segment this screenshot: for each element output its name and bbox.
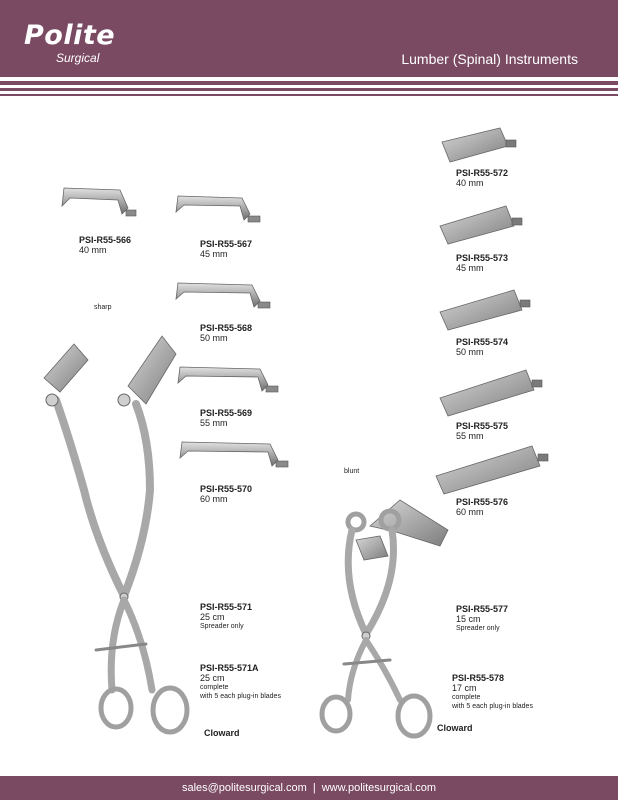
- page-title: Lumber (Spinal) Instruments: [401, 51, 578, 67]
- blade-576: [435, 445, 549, 495]
- product-code: PSI-R55-572: [456, 168, 509, 178]
- blade-572: [441, 127, 517, 163]
- product-566: PSI-R55-566 40 mm: [79, 235, 131, 255]
- product-569: PSI-R55-569 55 mm: [200, 408, 252, 428]
- product-571: PSI-R55-571 25 cm Spreader only: [200, 602, 252, 631]
- product-572: PSI-R55-572 40 mm: [456, 168, 508, 188]
- blade-567: [175, 195, 261, 223]
- product-code: PSI-R55-571A: [200, 663, 259, 673]
- product-code: PSI-R55-568: [200, 323, 253, 333]
- product-571a: PSI-R55-571A 25 cm complete with 5 each …: [200, 663, 281, 701]
- logo-sub: Surgical: [56, 51, 100, 65]
- product-578: PSI-R55-578 17 cm complete with 5 each p…: [452, 673, 533, 711]
- product-size: 50 mm: [456, 347, 484, 357]
- product-code: PSI-R55-571: [200, 602, 253, 612]
- header-stripe-3: [0, 94, 618, 96]
- product-code: PSI-R55-574: [456, 337, 509, 347]
- product-note-2: with 5 each plug-in blades: [452, 703, 533, 710]
- header-banner: Polite Surgical Lumber (Spinal) Instrume…: [0, 0, 618, 77]
- product-code: PSI-R55-576: [456, 497, 509, 507]
- blade-568: [175, 282, 271, 309]
- product-577: PSI-R55-577 15 cm Spreader only: [456, 604, 508, 633]
- product-note: complete: [452, 694, 481, 701]
- product-size: 15 cm: [456, 614, 481, 624]
- blade-575: [439, 369, 543, 417]
- product-code: PSI-R55-569: [200, 408, 253, 418]
- footer-bar: sales@politesurgical.com | www.politesurgi…: [0, 776, 618, 800]
- product-code: PSI-R55-570: [200, 484, 253, 494]
- product-code: PSI-R55-567: [200, 239, 253, 249]
- product-567: PSI-R55-567 45 mm: [200, 239, 252, 259]
- product-size: 55 mm: [456, 431, 484, 441]
- blade-574: [439, 289, 531, 331]
- blade-566: [61, 187, 137, 217]
- product-size: 55 mm: [200, 418, 228, 428]
- product-note: complete: [200, 684, 229, 691]
- tag-blunt: blunt: [344, 468, 360, 475]
- footer-separator: |: [312, 782, 316, 794]
- product-574: PSI-R55-574 50 mm: [456, 337, 508, 357]
- spreader-small: [319, 499, 449, 739]
- product-code: PSI-R55-578: [452, 673, 505, 683]
- footer-website[interactable]: www.politesurgical.com: [321, 782, 437, 794]
- product-576: PSI-R55-576 60 mm: [456, 497, 508, 517]
- product-size: 25 cm: [200, 673, 225, 683]
- product-code: PSI-R55-573: [456, 253, 509, 263]
- product-575: PSI-R55-575 55 mm: [456, 421, 508, 441]
- header-stripe-2: [0, 88, 618, 91]
- brand-caption-right: Cloward: [437, 723, 473, 733]
- logo: Polite Surgical: [24, 20, 116, 65]
- blade-573: [439, 205, 523, 245]
- blade-570: [179, 441, 289, 468]
- product-size: 40 mm: [456, 178, 484, 188]
- product-note: Spreader only: [456, 625, 500, 632]
- product-size: 45 mm: [200, 249, 228, 259]
- product-size: 40 mm: [79, 245, 107, 255]
- product-570: PSI-R55-570 60 mm: [200, 484, 252, 504]
- product-note-2: with 5 each plug-in blades: [200, 693, 281, 700]
- product-code: PSI-R55-566: [79, 235, 132, 245]
- product-note: Spreader only: [200, 623, 244, 630]
- product-size: 60 mm: [200, 494, 228, 504]
- product-size: 45 mm: [456, 263, 484, 273]
- product-size: 25 cm: [200, 612, 225, 622]
- footer-email[interactable]: sales@politesurgical.com: [181, 782, 307, 794]
- header-stripe-1: [0, 81, 618, 85]
- blade-569: [177, 366, 279, 393]
- product-573: PSI-R55-573 45 mm: [456, 253, 508, 273]
- product-size: 17 cm: [452, 683, 477, 693]
- logo-main: Polite: [24, 20, 116, 51]
- product-code: PSI-R55-577: [456, 604, 509, 614]
- brand-caption-left: Cloward: [204, 728, 240, 738]
- product-code: PSI-R55-575: [456, 421, 509, 431]
- product-size: 60 mm: [456, 507, 484, 517]
- product-size: 50 mm: [200, 333, 228, 343]
- spreader-large: [43, 335, 190, 735]
- tag-sharp: sharp: [94, 304, 112, 311]
- product-568: PSI-R55-568 50 mm: [200, 323, 252, 343]
